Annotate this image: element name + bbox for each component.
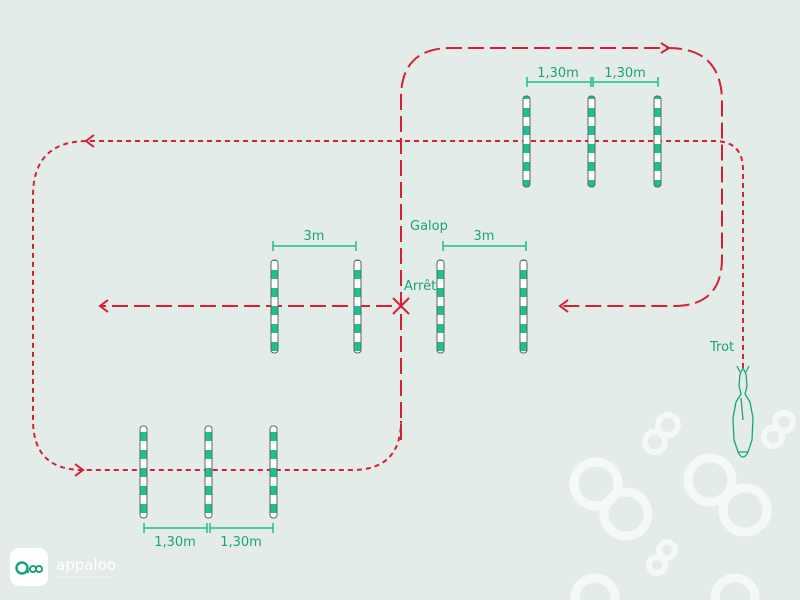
pole-mid-left-2 <box>353 259 362 354</box>
trot-route <box>32 140 744 471</box>
measure-middle-right: 3m <box>474 229 495 244</box>
arrowhead-top <box>660 42 671 54</box>
pole-bottom-1 <box>139 425 148 519</box>
measure-middle-left: 3m <box>304 229 325 244</box>
arrowhead-trot-bottom <box>74 463 85 477</box>
pole-top-3 <box>653 95 662 188</box>
horse-icon <box>732 365 754 458</box>
pole-mid-left-1 <box>270 259 279 354</box>
pole-bottom-2 <box>204 425 213 519</box>
measure-bottom-left-2: 1,30m <box>220 535 262 550</box>
pole-bottom-3 <box>269 425 278 519</box>
trot-arrowheads <box>74 134 95 477</box>
galop-arrowheads <box>98 42 671 313</box>
brand-logo: appaloo <box>10 548 116 586</box>
measure-top-right-1: 1,30m <box>537 66 579 81</box>
measure-top-right-2: 1,30m <box>604 66 646 81</box>
galop-route <box>102 47 723 440</box>
arret-label: Arrêt <box>404 279 436 294</box>
brand-logo-badge <box>10 548 48 586</box>
arrowhead-left <box>98 299 109 313</box>
galop-path-loop <box>400 47 723 440</box>
trot-label: Trot <box>709 340 734 355</box>
pole-top-1 <box>522 95 531 188</box>
stop-cross-icon <box>392 297 410 315</box>
arrowhead-middle <box>558 299 569 313</box>
arrowhead-trot-top <box>84 134 95 148</box>
pole-mid-right-1 <box>436 259 445 354</box>
trot-path <box>32 140 744 471</box>
poles <box>139 95 662 519</box>
brand-name: appaloo <box>56 556 116 574</box>
decor-circles <box>569 410 796 600</box>
galop-label: Galop <box>410 219 448 234</box>
pole-mid-right-2 <box>519 259 528 354</box>
pole-top-2 <box>587 95 596 188</box>
dimension-lines <box>143 77 659 533</box>
measure-bottom-left-1: 1,30m <box>154 535 196 550</box>
